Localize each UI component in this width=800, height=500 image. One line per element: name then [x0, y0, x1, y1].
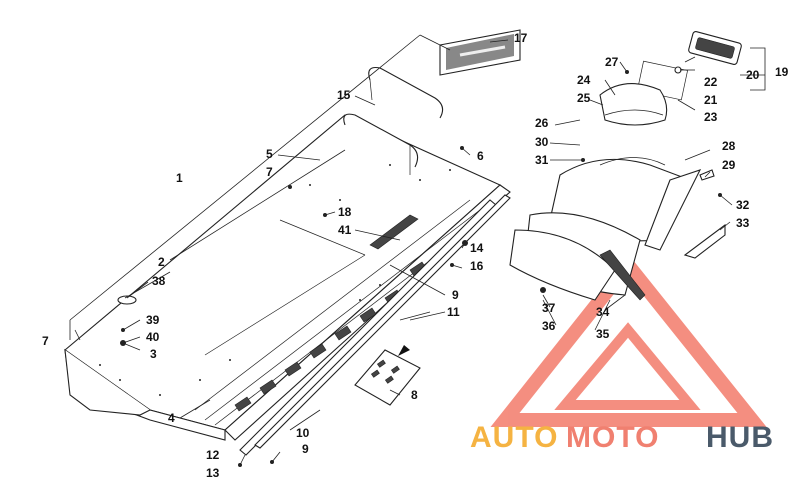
callout-35: 35: [596, 327, 610, 341]
callout-15: 15: [337, 88, 351, 102]
callout-34: 34: [596, 305, 610, 319]
grab-handles: [343, 66, 444, 175]
callout-9-right: 9: [452, 288, 459, 302]
callout-12: 12: [206, 448, 220, 462]
callout-20: 20: [746, 68, 760, 82]
callout-32: 32: [736, 198, 750, 212]
watermark-word-auto: AUTO: [470, 421, 558, 454]
callout-22: 22: [704, 75, 718, 89]
taillight-assembly: [636, 31, 742, 101]
callout-14: 14: [470, 241, 484, 255]
callout-23: 23: [704, 110, 718, 124]
callout-19: 19: [775, 65, 789, 79]
callout-30: 30: [535, 135, 549, 149]
rear-bumper-assembly: [509, 157, 726, 301]
callout-33: 33: [736, 216, 750, 230]
callout-11: 11: [447, 305, 460, 319]
callout-17: 17: [514, 31, 528, 45]
callout-labels: 1 2 3 4 5 6 7 7 8 9 9 10 11 12 13 14 15 …: [42, 31, 789, 480]
callout-4: 4: [168, 411, 175, 425]
rail-assembly: [239, 194, 511, 456]
callout-36: 36: [542, 319, 556, 333]
callout-40: 40: [146, 330, 160, 344]
callout-9-bottom: 9: [302, 442, 309, 456]
callout-8: 8: [411, 388, 418, 402]
leader-lines: [69, 34, 766, 466]
callout-26: 26: [535, 116, 549, 130]
callout-10: 10: [296, 426, 310, 440]
callout-29: 29: [722, 158, 736, 172]
callout-24: 24: [577, 73, 591, 87]
callout-7-left: 7: [42, 334, 49, 348]
callout-2: 2: [158, 255, 165, 269]
watermark-word-moto: MOTO: [566, 421, 659, 454]
callout-5: 5: [266, 147, 273, 161]
watermark-text: AUTO MOTO HUB: [470, 421, 774, 454]
callout-25: 25: [577, 91, 591, 105]
callout-16: 16: [470, 259, 484, 273]
footrest-plate: [354, 345, 421, 406]
callout-6: 6: [477, 149, 484, 163]
callout-27: 27: [605, 55, 619, 69]
callout-28: 28: [722, 139, 736, 153]
callout-3: 3: [150, 347, 157, 361]
tunnel-assembly: [64, 114, 511, 441]
callout-41: 41: [338, 223, 352, 237]
callout-38: 38: [152, 274, 166, 288]
callout-37: 37: [542, 301, 556, 315]
decal-plate: [439, 29, 521, 76]
callout-1: 1: [176, 171, 183, 185]
watermark-word-hub: HUB: [706, 421, 774, 454]
callout-7-top: 7: [266, 165, 273, 179]
callout-21: 21: [704, 93, 718, 107]
callout-13: 13: [206, 466, 220, 480]
callout-18: 18: [338, 205, 352, 219]
callout-31: 31: [535, 153, 549, 167]
watermark-logo: [490, 253, 767, 427]
seat-cushion: [599, 83, 668, 126]
callout-39: 39: [146, 313, 160, 327]
